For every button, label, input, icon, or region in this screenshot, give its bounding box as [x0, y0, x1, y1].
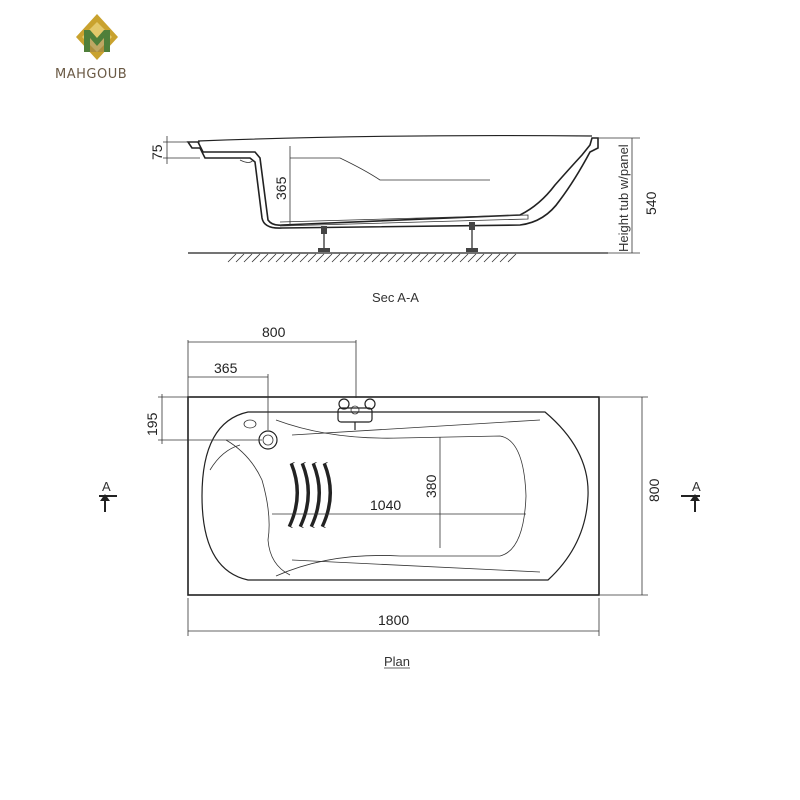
headrest-line — [209, 444, 241, 471]
logo-mark-icon — [76, 14, 118, 60]
faucet-icon — [337, 398, 376, 430]
dim-overall-length: 1800 — [187, 598, 600, 636]
overflow-icon — [243, 419, 257, 429]
support-leg-right — [466, 222, 478, 252]
overflow-detail — [239, 159, 254, 163]
section-caption: Sec A-A — [372, 290, 419, 305]
dim-drain-from-edge-label: 195 — [144, 412, 160, 436]
section-marker-left: A — [99, 479, 117, 512]
section-marker-right-label: A — [692, 479, 701, 494]
rim-top-line — [197, 134, 593, 142]
dim-rim-height-label: 75 — [149, 144, 165, 160]
brand-logo: MAHGOUB — [55, 14, 127, 82]
dim-section-depth-label: 365 — [273, 176, 289, 200]
dim-faucet-offset-label: 800 — [262, 324, 286, 340]
dim-drain-offset: 365 — [188, 360, 269, 430]
base-frame — [279, 214, 529, 227]
section-view: 75 365 540 Height tub w/panel Sec A-A — [149, 134, 659, 305]
dim-height-label: 540 — [643, 191, 659, 215]
dim-overall-width: 800 — [600, 396, 662, 596]
dim-overall-width-label: 800 — [646, 478, 662, 502]
dim-height-with-panel: 540 Height tub w/panel — [598, 137, 659, 254]
floor-hatch — [227, 253, 517, 263]
dim-overall-length-label: 1800 — [378, 612, 409, 628]
section-marker-left-label: A — [102, 479, 111, 494]
dim-drain-offset-label: 365 — [214, 360, 238, 376]
tub-inner-shell — [201, 411, 589, 581]
dim-rim-height: 75 — [149, 136, 200, 164]
basin-floor-contour — [275, 419, 527, 577]
anti-slip-ridges — [287, 462, 335, 529]
backrest-plan-contour — [225, 439, 291, 576]
plan-caption: Plan — [384, 654, 410, 669]
tub-outer-rim — [187, 396, 600, 596]
support-leg-left — [318, 226, 330, 252]
tub-section-outline — [186, 137, 599, 229]
dim-drain-from-edge: 195 — [144, 394, 262, 444]
plan-edge-line-top — [291, 419, 541, 436]
brand-name: MAHGOUB — [55, 67, 127, 82]
dim-faucet-offset: 800 — [187, 324, 357, 398]
dim-inner-length: 1040 — [272, 497, 526, 515]
height-tub-panel-label: Height tub w/panel — [616, 144, 631, 252]
dim-inner-width: 380 — [423, 437, 441, 548]
dim-section-depth: 365 — [273, 146, 291, 226]
plan-edge-line-bottom — [291, 559, 541, 573]
section-marker-right: A — [681, 479, 701, 512]
plan-view: 800 365 195 380 1040 1800 — [99, 324, 701, 669]
dim-inner-length-label: 1040 — [370, 497, 401, 513]
backrest-contour — [290, 157, 490, 181]
dim-inner-width-label: 380 — [423, 474, 439, 498]
